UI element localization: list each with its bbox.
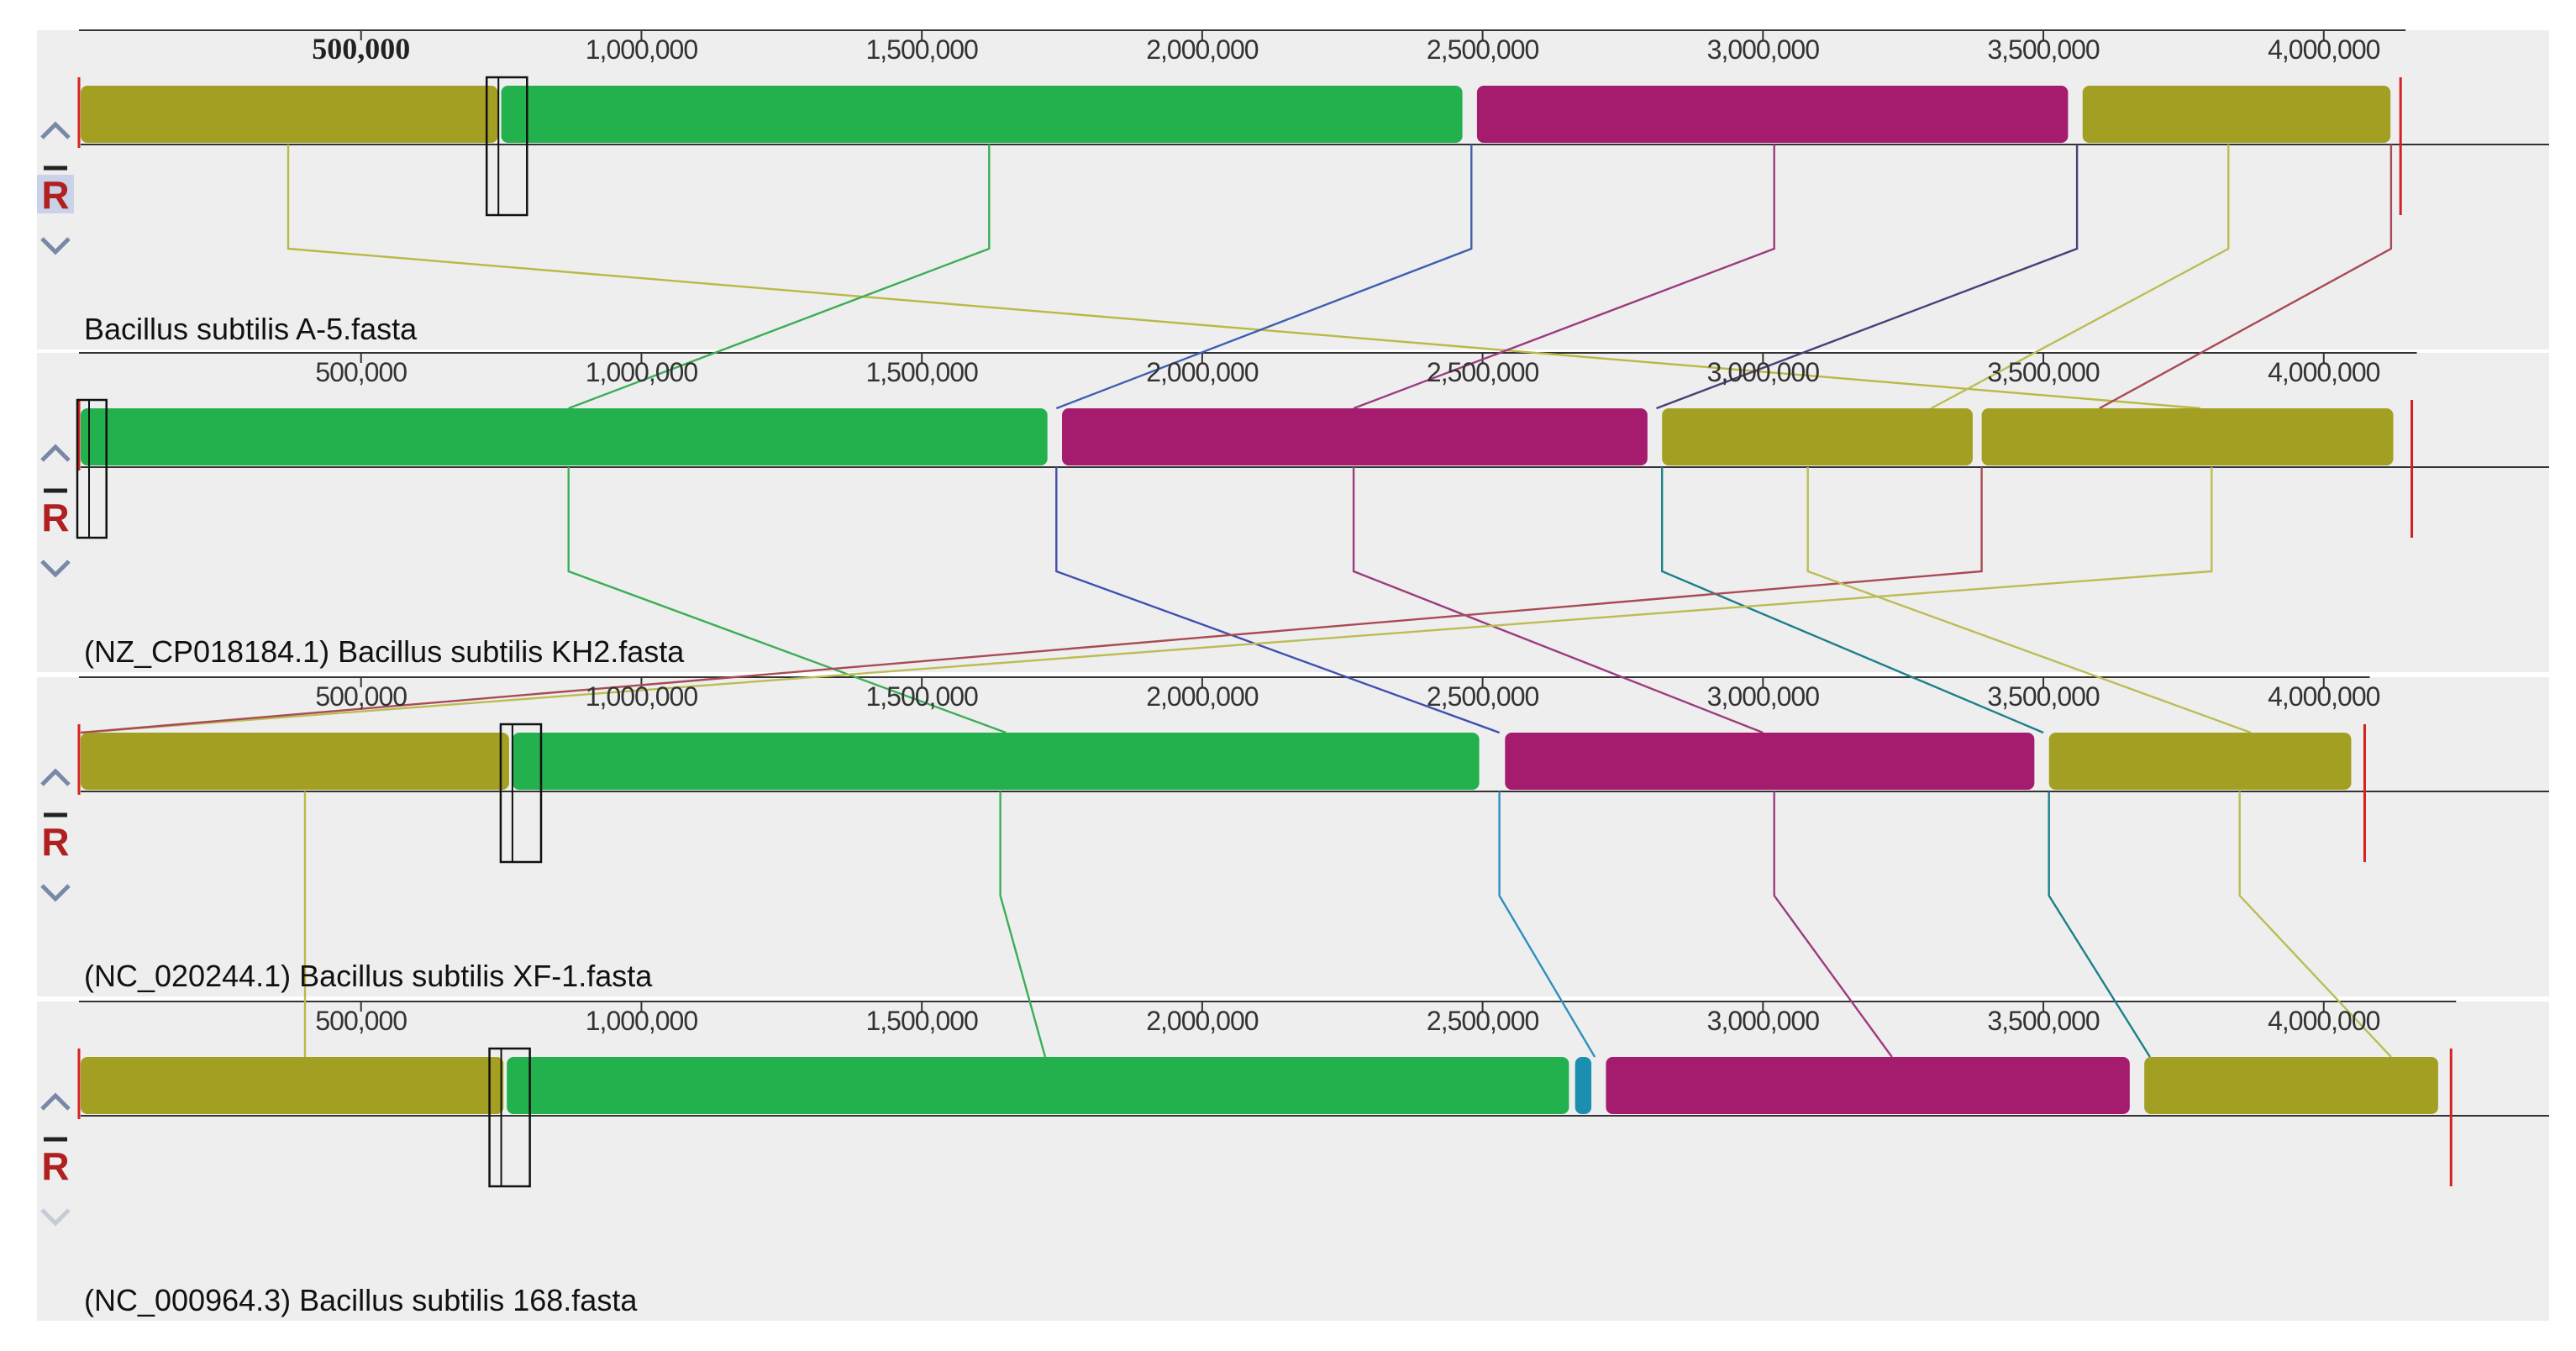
- lcb-connector: [999, 791, 1047, 1058]
- tick-label: 2,500,000: [1427, 1006, 1539, 1036]
- tick-label: 1,000,000: [586, 681, 698, 712]
- chevron-down-icon[interactable]: [40, 560, 71, 578]
- tick-label: 3,500,000: [1987, 34, 2100, 65]
- track-labels: 500,000 1,000,000 1,500,000 2,000,000 2,500,…: [37, 32, 2381, 1317]
- lcb-blocks: [76, 76, 2438, 1188]
- tick-label: 3,000,000: [1707, 681, 1820, 712]
- chevron-down-icon[interactable]: [40, 1208, 71, 1227]
- lcb-connector: [287, 145, 2200, 410]
- tick-label: 500,000: [315, 681, 407, 712]
- lcb-block[interactable]: [2048, 733, 2352, 790]
- tick-label: 2,500,000: [1427, 681, 1539, 712]
- track-panels: [37, 29, 2549, 1321]
- chevron-up-icon[interactable]: [40, 444, 71, 462]
- lcb-connector: [568, 145, 991, 410]
- lcb-connectors: [80, 145, 2393, 1058]
- reference-button[interactable]: R: [41, 1144, 69, 1188]
- tick-label: 4,000,000: [2268, 357, 2380, 387]
- tick-label: 3,000,000: [1707, 34, 1820, 65]
- lcb-connector: [1656, 145, 2079, 410]
- tick-label: 2,500,000: [1427, 357, 1539, 387]
- tick-label: 1,500,000: [865, 681, 978, 712]
- lcb-block[interactable]: [1575, 1057, 1592, 1114]
- chevron-up-icon[interactable]: [40, 1092, 71, 1111]
- tick-label: 4,000,000: [2268, 1006, 2380, 1036]
- lcb-block[interactable]: [81, 733, 509, 790]
- lcb-block[interactable]: [501, 86, 1463, 143]
- lcb-connector: [80, 467, 1983, 734]
- lcb-block[interactable]: [81, 1057, 504, 1114]
- chevron-up-icon[interactable]: [40, 768, 71, 786]
- lcb-connector: [1773, 791, 1893, 1058]
- tick-label: 2,000,000: [1146, 1006, 1259, 1036]
- lcb-block[interactable]: [1505, 733, 2035, 790]
- lcb-connector: [2099, 145, 2393, 410]
- tick-label: 1,500,000: [865, 34, 978, 65]
- tick-label: 1,000,000: [586, 34, 698, 65]
- tick-label: 3,000,000: [1707, 357, 1820, 387]
- tick-label: 2,000,000: [1146, 34, 1259, 65]
- genome-label: (NZ_CP018184.1) Bacillus subtilis KH2.fa…: [84, 634, 685, 669]
- lcb-block[interactable]: [512, 733, 1480, 790]
- lcb-block[interactable]: [1476, 86, 2069, 143]
- tick-label: 3,000,000: [1707, 1006, 1820, 1036]
- tick-label: 2,000,000: [1146, 681, 1259, 712]
- lcb-connector: [80, 467, 2213, 734]
- lcb-connector: [1806, 467, 2252, 734]
- lcb-connector: [1660, 467, 2044, 734]
- lcb-connector: [1055, 467, 1501, 734]
- tick-label: 4,000,000: [2268, 34, 2380, 65]
- tick-label: 1,000,000: [586, 357, 698, 387]
- track-panel-xf1: [37, 677, 2549, 996]
- chevron-down-icon[interactable]: [40, 237, 71, 255]
- lcb-block[interactable]: [2082, 86, 2391, 143]
- tick-label: 500,000: [315, 357, 407, 387]
- tick-label: 3,500,000: [1987, 681, 2100, 712]
- chevron-down-icon[interactable]: [40, 884, 71, 902]
- tick-label: 500,000: [312, 32, 410, 66]
- tick-label: 4,000,000: [2268, 681, 2380, 712]
- lcb-block[interactable]: [507, 1057, 1569, 1114]
- tick-label: 3,500,000: [1987, 357, 2100, 387]
- tick-label: 2,000,000: [1146, 357, 1259, 387]
- selection-box[interactable]: [499, 723, 543, 864]
- lcb-connector: [1055, 145, 1473, 410]
- genome-label: (NC_020244.1) Bacillus subtilis XF-1.fas…: [84, 959, 653, 993]
- selection-box[interactable]: [485, 76, 528, 217]
- lcb-block[interactable]: [81, 86, 498, 143]
- lcb-block[interactable]: [81, 408, 1048, 465]
- lcb-block[interactable]: [1606, 1057, 2130, 1114]
- reference-button[interactable]: R: [41, 173, 69, 217]
- tick-label: 2,500,000: [1427, 34, 1539, 65]
- reference-button[interactable]: R: [41, 496, 69, 539]
- reference-button[interactable]: R: [41, 820, 69, 864]
- lcb-connector: [1498, 791, 1596, 1058]
- lcb-block[interactable]: [1981, 408, 2394, 465]
- selection-box[interactable]: [488, 1047, 531, 1188]
- track-panel-a5: [37, 30, 2549, 350]
- reference-highlight: [37, 175, 74, 213]
- tick-label: 3,500,000: [1987, 1006, 2100, 1036]
- tick-label: 1,500,000: [865, 357, 978, 387]
- lcb-connector: [2048, 791, 2151, 1058]
- lcb-connector: [1352, 467, 1764, 734]
- genome-label: Bacillus subtilis A-5.fasta: [84, 312, 418, 346]
- lcb-connector: [1931, 145, 2230, 410]
- tick-label: 1,500,000: [865, 1006, 978, 1036]
- chevron-up-icon[interactable]: [40, 121, 71, 139]
- genome-label: (NC_000964.3) Bacillus subtilis 168.fast…: [84, 1283, 638, 1317]
- lcb-block[interactable]: [1062, 408, 1648, 465]
- lcb-block[interactable]: [2144, 1057, 2438, 1114]
- tick-label: 500,000: [315, 1006, 407, 1036]
- selection-box[interactable]: [76, 398, 108, 539]
- tick-label: 1,000,000: [586, 1006, 698, 1036]
- track-panel-s168: [37, 1001, 2549, 1321]
- lcb-connector: [1353, 145, 1775, 410]
- track-panel-kh2: [37, 353, 2549, 672]
- lcb-connector: [567, 467, 1007, 734]
- lcb-connector: [2238, 791, 2392, 1058]
- lcb-block[interactable]: [1662, 408, 1973, 465]
